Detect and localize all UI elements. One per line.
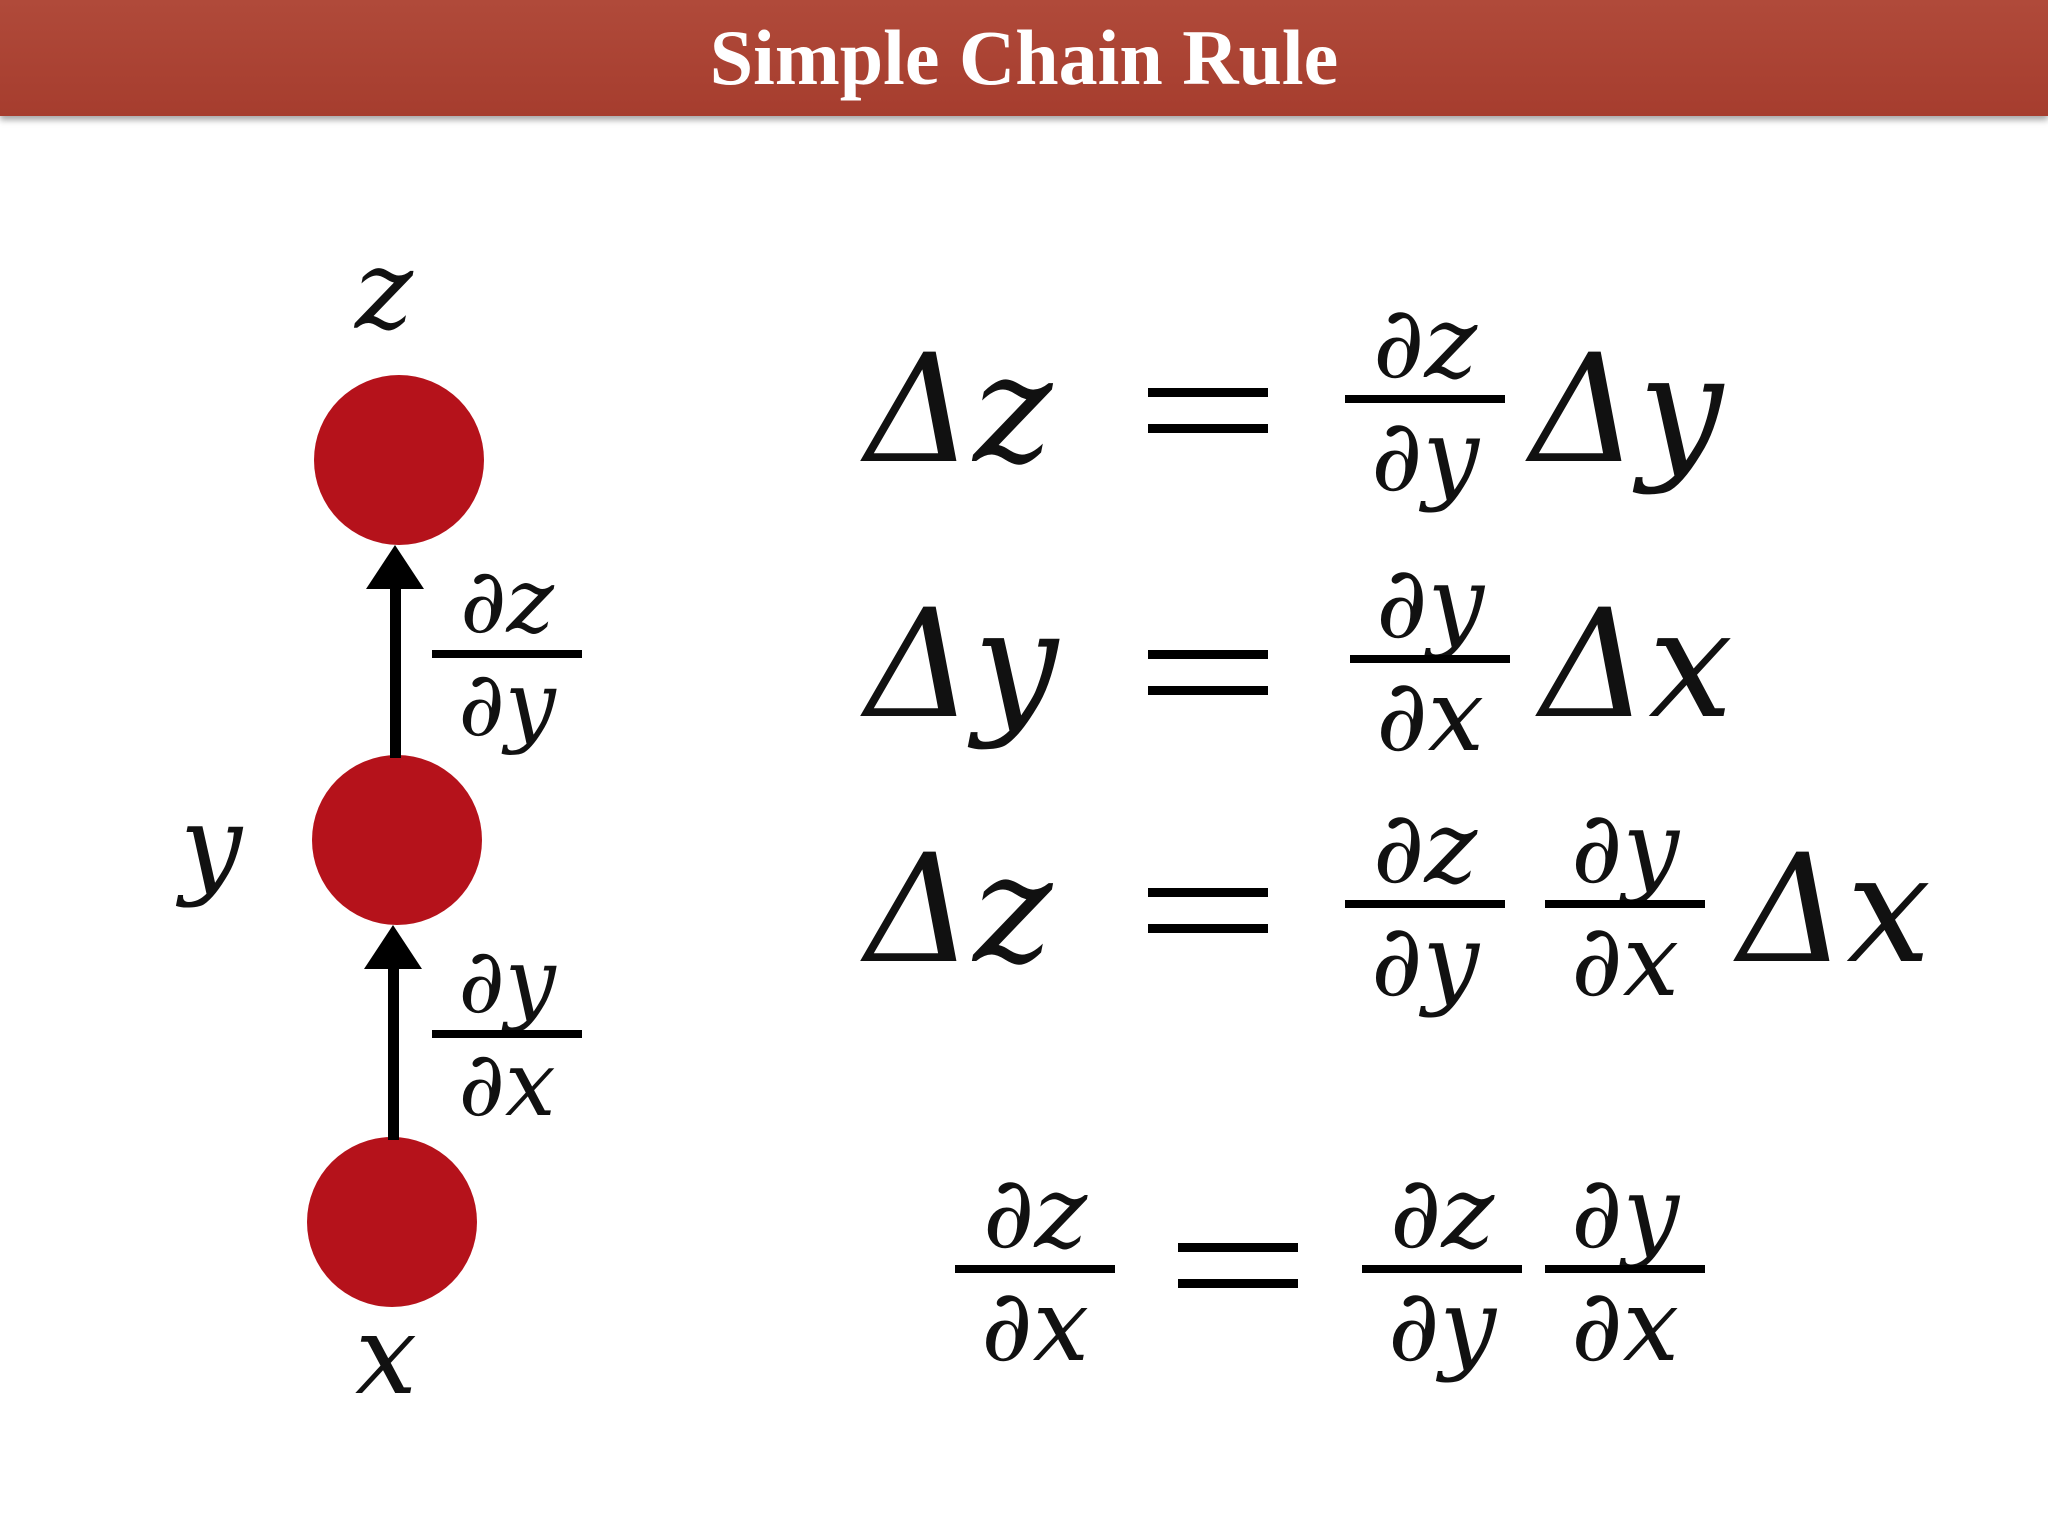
fraction-bar (1350, 655, 1510, 663)
fraction-bar (1345, 900, 1505, 908)
eq3-rhs: Δx (1738, 823, 1931, 997)
eq2-denominator: ∂x (1375, 657, 1485, 774)
edge-derivative-dz-dy: ∂z ∂y (432, 549, 582, 757)
eq3-numerator-2: ∂y (1570, 789, 1680, 906)
eq3-lhs: Δz (865, 823, 1053, 997)
fraction-bar (432, 1029, 582, 1038)
arrow-head-x-to-y (364, 925, 422, 969)
eq1-denominator: ∂y (1370, 397, 1480, 514)
arrow-shaft-x-to-y (388, 966, 399, 1140)
title-banner (0, 0, 2048, 116)
eq3-derivative-1: ∂z ∂y (1345, 795, 1505, 1013)
eq3-derivative-2: ∂y ∂x (1545, 795, 1705, 1013)
edge-derivative-denominator: ∂y (458, 651, 556, 757)
eq4-lhs-denominator: ∂x (980, 1267, 1090, 1384)
arrow-head-y-to-z (366, 545, 424, 589)
eq3-numerator-1: ∂z (1372, 789, 1478, 906)
node-y (312, 755, 482, 925)
eq1-rhs: Δy (1530, 323, 1724, 497)
eq2-lhs: Δy (865, 578, 1059, 752)
eq1-numerator: ∂z (1372, 284, 1478, 401)
eq4-equals-sign (1178, 1243, 1298, 1315)
eq4-derivative-1: ∂z ∂y (1362, 1160, 1522, 1378)
eq3-denominator-2: ∂x (1570, 902, 1680, 1019)
edge-derivative-numerator: ∂z (460, 549, 554, 654)
node-label-x: x (355, 1291, 418, 1419)
fraction-bar (1362, 1265, 1522, 1273)
fraction-bar (432, 649, 582, 658)
eq2-rhs: Δx (1540, 578, 1733, 752)
node-label-y: y (180, 781, 243, 909)
slide-title: Simple Chain Rule (709, 14, 1339, 101)
eq4-lhs-derivative: ∂z ∂x (955, 1160, 1115, 1378)
eq4-derivative-2: ∂y ∂x (1545, 1160, 1705, 1378)
eq4-numerator-1: ∂z (1389, 1154, 1495, 1271)
eq1-lhs: Δz (865, 323, 1053, 497)
fraction-bar (1545, 900, 1705, 908)
eq2-equals-sign (1148, 650, 1268, 722)
eq1-equals-sign (1148, 388, 1268, 460)
eq4-denominator-2: ∂x (1570, 1267, 1680, 1384)
eq3-denominator-1: ∂y (1370, 902, 1480, 1019)
fraction-bar (955, 1265, 1115, 1273)
eq2-numerator: ∂y (1375, 544, 1485, 661)
eq4-denominator-1: ∂y (1387, 1267, 1497, 1384)
eq1-derivative: ∂z ∂y (1345, 290, 1505, 508)
eq4-numerator-2: ∂y (1570, 1154, 1680, 1271)
edge-derivative-numerator: ∂y (458, 929, 556, 1034)
fraction-bar (1345, 395, 1505, 403)
eq4-lhs-numerator: ∂z (982, 1154, 1088, 1271)
eq2-derivative: ∂y ∂x (1350, 550, 1510, 768)
node-x (307, 1137, 477, 1307)
arrow-shaft-y-to-z (390, 586, 401, 758)
eq3-equals-sign (1148, 888, 1268, 960)
edge-derivative-denominator: ∂x (458, 1031, 556, 1137)
edge-derivative-dy-dx: ∂y ∂x (432, 929, 582, 1137)
node-z (314, 375, 484, 545)
node-label-z: z (355, 226, 413, 354)
fraction-bar (1545, 1265, 1705, 1273)
